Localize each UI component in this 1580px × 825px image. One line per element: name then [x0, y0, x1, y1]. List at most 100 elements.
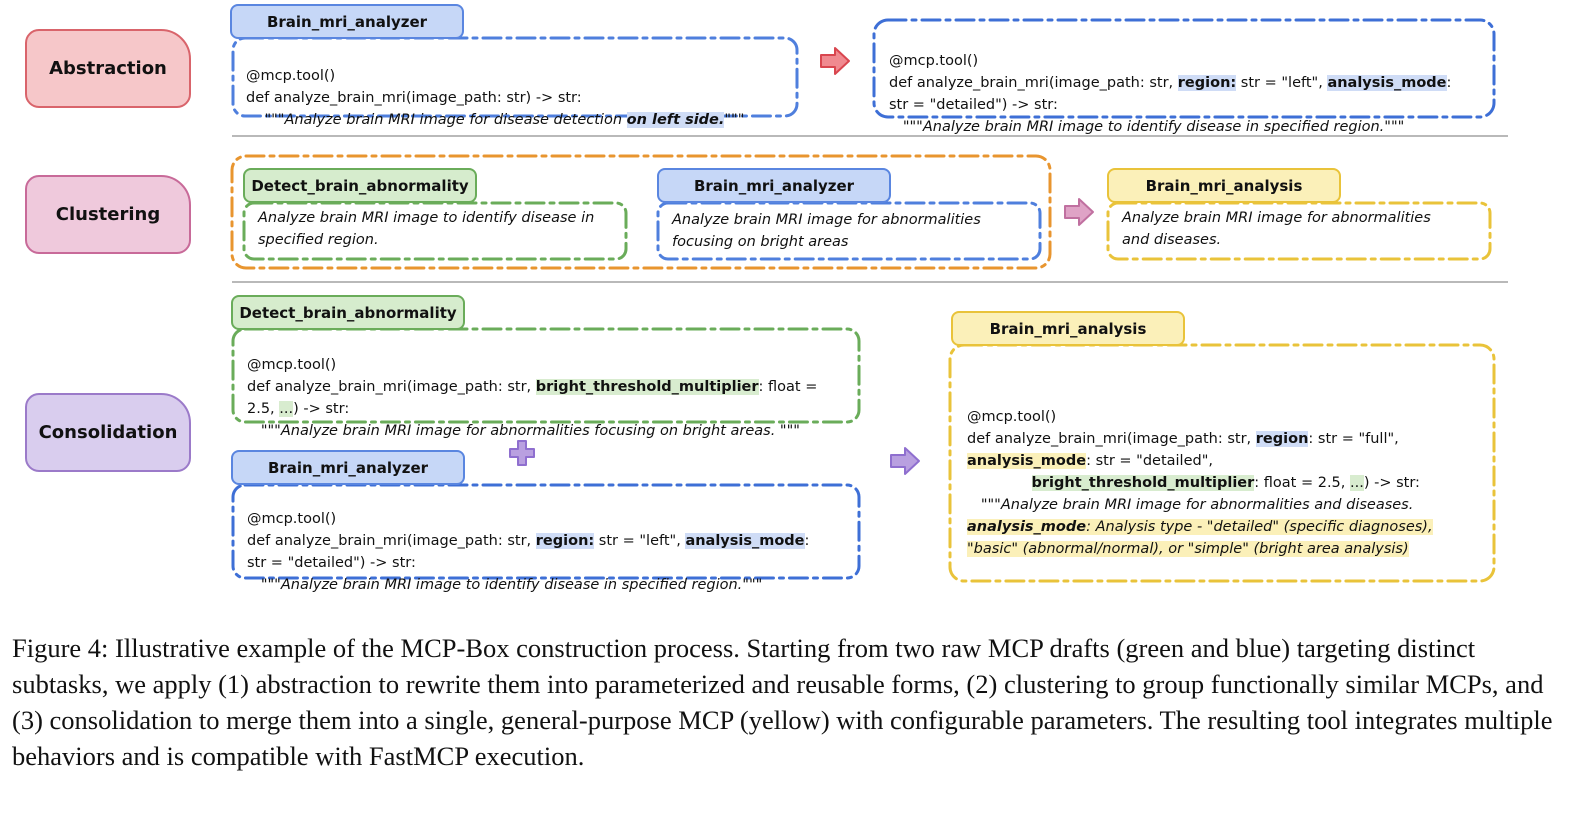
consolidation-blue-code: @mcp.tool() def analyze_brain_mri(image_p… [247, 486, 809, 618]
highlight-analysis-mode: analysis_mode [967, 453, 1087, 469]
desc-line: and diseases. [1122, 232, 1222, 248]
code-line: """Analyze brain MRI image for abnormali… [967, 494, 1433, 516]
code-text: str = "left", [1236, 75, 1328, 91]
docstring-text: """Analyze brain MRI image for abnormali… [260, 423, 800, 439]
clustering-yellow-tab: Brain_mri_analysis [1107, 168, 1341, 203]
code-line: str = "detailed") -> str: [889, 97, 1058, 113]
code-line: analysis_mode: Analysis type - "detailed… [967, 516, 1433, 538]
consolidation-yellow-code: @mcp.tool() def analyze_brain_mri(image_p… [967, 384, 1433, 582]
highlight-analysis-mode: analysis_mode [685, 533, 805, 549]
code-line: "basic" (abnormal/normal), or "simple" (… [967, 538, 1433, 560]
consolidation-green-tab-label: Detect_brain_abnormality [239, 303, 457, 322]
consolidation-blue-tab-label: Brain_mri_analyzer [267, 458, 429, 477]
figure-caption: Figure 4: Illustrative example of the MC… [12, 633, 1553, 771]
clustering-yellow-frame [1106, 201, 1492, 261]
code-text: : str = "full", [1308, 431, 1399, 447]
code-line: @mcp.tool() [967, 409, 1057, 425]
code-line: bright_threshold_multiplier: float = 2.5… [967, 472, 1433, 494]
stage-clustering-label: Clustering [55, 204, 161, 225]
consolidation-green-tab: Detect_brain_abnormality [231, 295, 465, 330]
code-text: : float = [758, 379, 818, 395]
stage-abstraction-label: Abstraction [49, 58, 167, 79]
consolidation-blue-frame [231, 483, 861, 580]
abstraction-left-tab-label: Brain_mri_analyzer [266, 12, 428, 31]
code-text: : str = "detailed", [1086, 453, 1213, 469]
code-text: : float = 2.5, [1254, 475, 1350, 491]
code-line: """Analyze brain MRI image for disease d… [246, 109, 744, 131]
frames-layer [230, 18, 1496, 583]
stage-clustering: Clustering [25, 175, 191, 254]
arrow-abstraction-icon [820, 47, 850, 75]
code-line: str = "detailed") -> str: [247, 555, 416, 571]
abstraction-left-frame [231, 36, 799, 118]
arrow-consolidation-icon [890, 447, 920, 475]
docstring-text: """Analyze brain MRI image to identify d… [902, 119, 1405, 135]
consolidation-yellow-tab-label: Brain_mri_analysis [989, 319, 1147, 338]
highlight-ellipsis: ... [1350, 475, 1364, 491]
clustering-group-frame [230, 154, 1052, 270]
abstraction-right-code: @mcp.tool() def analyze_brain_mri(image_p… [889, 28, 1451, 160]
code-line: 2.5, ...) -> str: [247, 398, 817, 420]
stage-consolidation: Consolidation [25, 393, 191, 472]
code-line: def analyze_brain_mri(image_path: str) -… [246, 90, 582, 106]
highlight-ellipsis: ... [279, 401, 294, 417]
code-line: def analyze_brain_mri(image_path: str, r… [889, 72, 1451, 94]
code-text: def analyze_brain_mri(image_path: str, [247, 379, 536, 395]
stage-consolidation-label: Consolidation [38, 422, 178, 443]
abstraction-left-code: @mcp.tool() def analyze_brain_mri(image_p… [246, 43, 744, 153]
clustering-green-tab-label: Detect_brain_abnormality [251, 176, 469, 195]
stage-abstraction: Abstraction [25, 29, 191, 108]
highlight-region: region: [1177, 75, 1237, 91]
clustering-yellow-desc: Analyze brain MRI image for abnormalitie… [1122, 207, 1431, 251]
clustering-blue-frame [656, 201, 1042, 261]
consolidation-yellow-tab: Brain_mri_analysis [951, 311, 1185, 346]
code-text: ) -> str: [1363, 475, 1420, 491]
arrow-clustering-icon [1064, 198, 1094, 226]
clustering-green-tab: Detect_brain_abnormality [243, 168, 477, 203]
code-text: 2.5, [247, 401, 280, 417]
highlight-threshold: bright_threshold_multiplier [535, 379, 759, 395]
code-line: analysis_mode: str = "detailed", [967, 450, 1433, 472]
code-text: def analyze_brain_mri(image_path: str, [889, 75, 1178, 91]
consolidation-green-frame [231, 327, 861, 424]
clustering-yellow-tab-label: Brain_mri_analysis [1145, 176, 1303, 195]
clustering-blue-desc: Analyze brain MRI image for abnormalitie… [672, 209, 981, 253]
highlight-region: region [1255, 431, 1309, 447]
consolidation-yellow-frame [948, 343, 1496, 583]
clustering-green-frame [242, 201, 628, 261]
abstraction-right-frame [872, 18, 1496, 119]
code-line: @mcp.tool() [246, 68, 336, 84]
docstring-text: """Analyze brain MRI image to identify d… [260, 577, 763, 593]
abstraction-left-tab: Brain_mri_analyzer [230, 4, 464, 39]
code-line: def analyze_brain_mri(image_path: str, r… [247, 530, 809, 552]
code-text: ) -> str: [293, 401, 350, 417]
highlight-left-side: on left side. [626, 112, 725, 128]
docstring-text: """Analyze brain MRI image for abnormali… [980, 497, 1414, 513]
code-text: def analyze_brain_mri(image_path: str, [967, 431, 1256, 447]
consolidation-blue-tab: Brain_mri_analyzer [231, 450, 465, 485]
code-line: """Analyze brain MRI image for abnormali… [247, 420, 817, 442]
code-line: @mcp.tool() [889, 53, 979, 69]
clustering-blue-tab: Brain_mri_analyzer [657, 168, 891, 203]
highlight-analysis-mode: analysis_mode [1327, 75, 1447, 91]
docstring-text: "basic" (abnormal/normal), or "simple" (… [967, 541, 1409, 557]
code-text: str = "left", [594, 533, 686, 549]
desc-line: specified region. [258, 232, 379, 248]
code-line: def analyze_brain_mri(image_path: str, r… [967, 428, 1433, 450]
consolidation-green-code: @mcp.tool() def analyze_brain_mri(image_p… [247, 332, 817, 464]
docstring-text: : Analysis type - "detailed" (specific d… [1086, 519, 1433, 535]
code-line: @mcp.tool() [247, 357, 337, 373]
highlight-region: region: [535, 533, 595, 549]
desc-line: focusing on bright areas [672, 234, 849, 250]
divider-bottom [232, 281, 1508, 283]
code-line: def analyze_brain_mri(image_path: str, b… [247, 376, 817, 398]
plus-icon [509, 440, 535, 466]
code-text: : [1446, 75, 1452, 91]
docstring-text: """Analyze brain MRI image for disease d… [264, 112, 627, 128]
divider-top [232, 135, 1508, 137]
desc-line: Analyze brain MRI image for abnormalitie… [1122, 210, 1431, 226]
clustering-blue-tab-label: Brain_mri_analyzer [693, 176, 855, 195]
code-text: def analyze_brain_mri(image_path: str, [247, 533, 536, 549]
code-line: @mcp.tool() [247, 511, 337, 527]
code-line: """Analyze brain MRI image to identify d… [247, 574, 809, 596]
